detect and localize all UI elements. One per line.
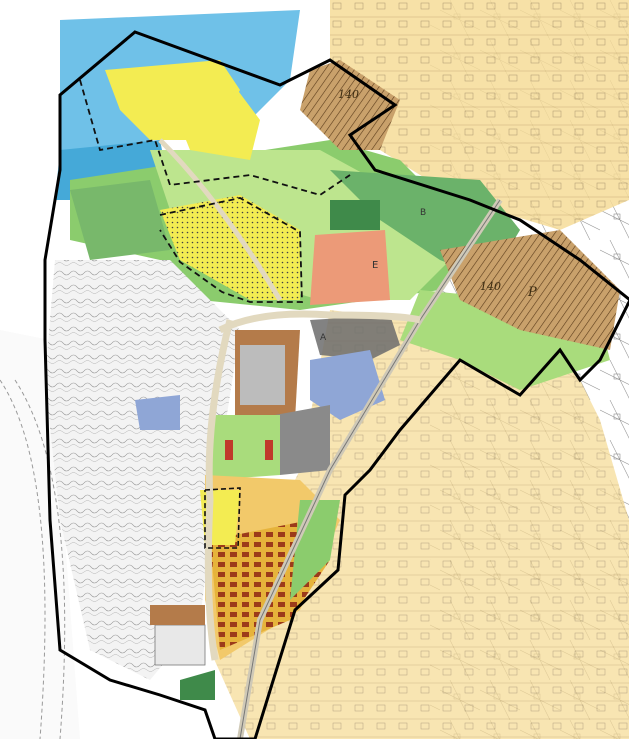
forest-block (330, 200, 380, 230)
sub-boundary-north (79, 79, 351, 196)
main-road-diagonal-line (239, 199, 501, 739)
road-north (158, 138, 283, 302)
zone-label-e: E (372, 260, 378, 271)
highway-curve-2 (14, 379, 66, 739)
zone-label-a: A (320, 333, 327, 343)
ring-road (218, 310, 421, 334)
neighbourhood-ne (330, 0, 629, 230)
zone-label-b: B (420, 208, 426, 218)
hillside-west (45, 260, 240, 680)
zone-label-p: P (527, 285, 537, 300)
public-zone-west (135, 395, 180, 430)
built-area-dark (310, 315, 400, 360)
green-southmost (180, 670, 215, 700)
highway-curve (0, 379, 46, 739)
road-west-loop (204, 319, 234, 661)
green-strip-central (210, 415, 280, 480)
red-block-2 (265, 440, 273, 460)
service-zone (275, 405, 330, 475)
red-block-1 (225, 440, 233, 460)
residential-north-2 (170, 80, 260, 160)
zone-label-140-top: 140 (338, 88, 359, 101)
public-zone (310, 350, 385, 420)
building-block-sw (154, 624, 206, 666)
grey-block (240, 345, 285, 405)
plan-boundary (43, 30, 629, 739)
hatched-zone-east (440, 230, 620, 350)
sub-boundary-south (204, 487, 241, 549)
industrial-block-sw (150, 605, 205, 625)
commercial-zone (310, 230, 390, 305)
forest-sw (70, 180, 170, 260)
hatched-zone-north (300, 60, 400, 150)
sub-boundary-dotted-zone (159, 197, 303, 303)
zone-label-140-mid: 140 (480, 280, 501, 293)
